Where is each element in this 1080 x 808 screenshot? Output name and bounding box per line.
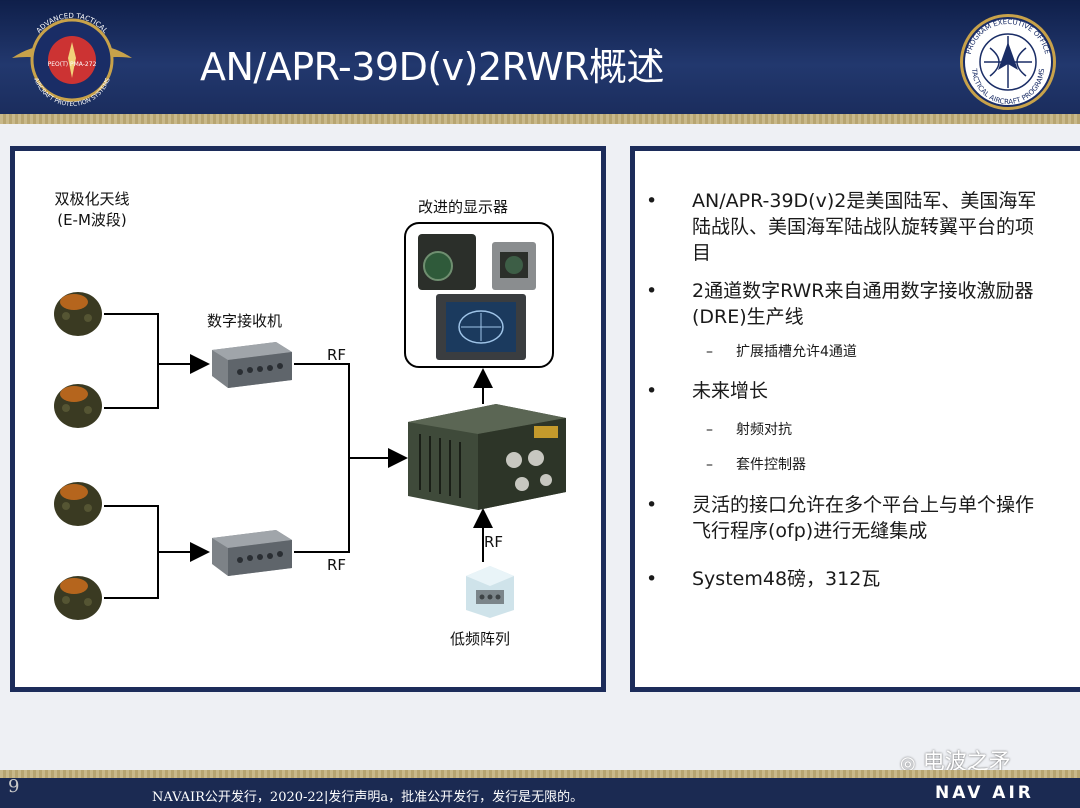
navair-logo: NAV AIR: [935, 783, 1034, 803]
slide-footer: [0, 778, 1080, 808]
antenna-icon: [54, 482, 102, 526]
multifunction-display-icon: [436, 294, 526, 360]
receiver-label: 数字接收机: [207, 312, 283, 330]
slide-header: [0, 0, 1080, 118]
display-label: 改进的显示器: [418, 198, 509, 216]
digital-receiver-icon: [212, 342, 292, 388]
rwr-processor-icon: [408, 404, 566, 510]
bullet-panel: [630, 146, 1080, 692]
rf-label-top: RF: [327, 346, 347, 364]
digital-receiver-icon: [212, 530, 292, 576]
release-statement: NAVAIR公开发行，2020-22|发行声明a，批准公开发行，发行是无限的。: [152, 790, 584, 805]
low-band-array-icon: [466, 566, 514, 618]
peo-tactical-aircraft-seal: PROGRAM EXECUTIVE OFFICE TACTICAL AIRCRA…: [960, 14, 1056, 110]
header-stripe: [0, 114, 1080, 124]
display-unit-icon: [492, 242, 536, 290]
antenna-label: 双极化天线 (E-M波段): [54, 190, 130, 229]
antenna-icon: [54, 292, 102, 336]
rf-label-right: RF: [484, 533, 504, 551]
page-number: 9: [8, 776, 20, 797]
slide-title: AN/APR-39D(v)2RWR概述: [200, 45, 664, 89]
logo-left-mid-text: PEO(T) PMA-272: [48, 61, 97, 68]
array-label: 低频阵列: [450, 630, 511, 648]
antenna-icon: [54, 576, 102, 620]
footer-stripe: [0, 770, 1080, 778]
antenna-icon: [54, 384, 102, 428]
advanced-tactical-logo: ADVANCED TACTICAL PEO(T) PMA-272 AIRCRAF…: [12, 12, 132, 108]
improved-display-box: [404, 222, 554, 368]
wechat-icon: ◎: [900, 753, 916, 774]
rf-label-bottom: RF: [327, 556, 347, 574]
display-unit-icon: [418, 234, 476, 290]
